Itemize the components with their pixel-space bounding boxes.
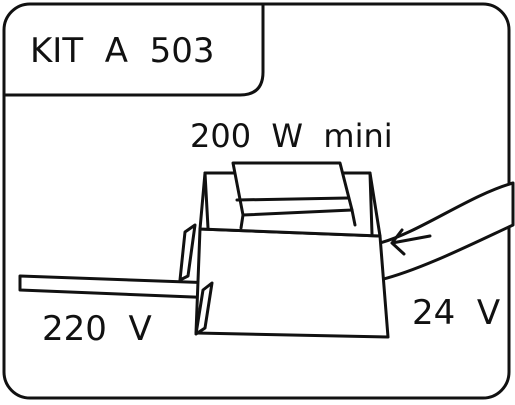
mounting-clip-front: [194, 281, 214, 336]
input-voltage-label: 220 V: [42, 309, 152, 349]
output-voltage-label: 24 V: [412, 293, 500, 333]
transformer-body: [194, 227, 390, 339]
mounting-clip-back: [178, 223, 197, 282]
transformer-cap: [231, 161, 354, 217]
input-cable: [18, 274, 220, 300]
transformer-rim: [203, 171, 374, 236]
kit-label: KIT A 503: [30, 31, 214, 71]
power-rating-label: 200 W mini: [190, 117, 393, 155]
arrow-icon: [390, 228, 432, 256]
title-tab: [2, 2, 265, 97]
transformer-cap-ridge: [235, 196, 357, 230]
